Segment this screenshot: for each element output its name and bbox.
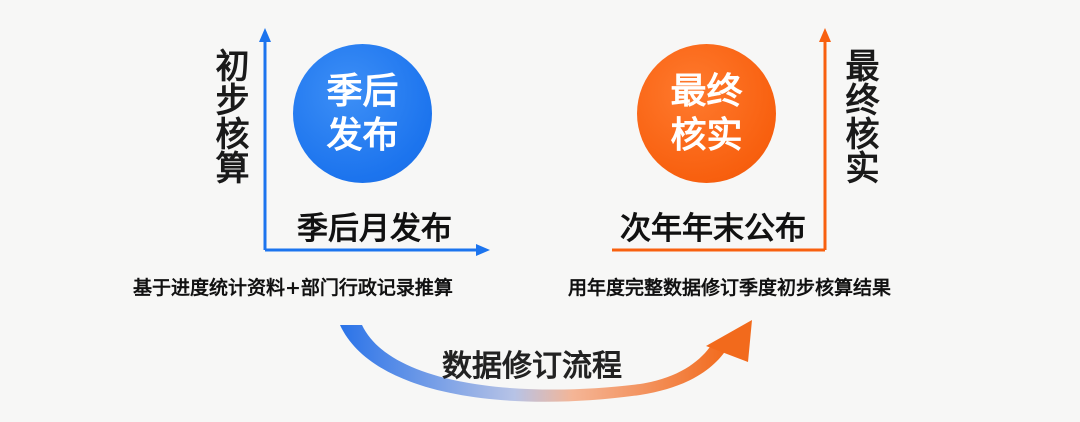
right-circle: 最终核实 <box>637 44 776 183</box>
left-description: 基于进度统计资料+部门行政记录推算 <box>133 277 453 299</box>
left-axis-label: 初步核算 <box>209 48 249 184</box>
right-heading: 次年年末公布 <box>620 211 806 247</box>
flow-arrow <box>340 320 752 402</box>
flow-label: 数据修订流程 <box>442 349 622 384</box>
right-description: 用年度完整数据修订季度初步核算结果 <box>568 277 892 299</box>
right-axis-label: 最终核实 <box>839 48 879 184</box>
left-axis <box>259 28 490 256</box>
right-axis <box>612 28 831 252</box>
left-circle: 季后发布 <box>293 44 432 183</box>
left-heading: 季后月发布 <box>297 211 452 247</box>
left-circle-text: 季后发布 <box>326 70 399 156</box>
right-circle-text: 最终核实 <box>670 70 743 156</box>
